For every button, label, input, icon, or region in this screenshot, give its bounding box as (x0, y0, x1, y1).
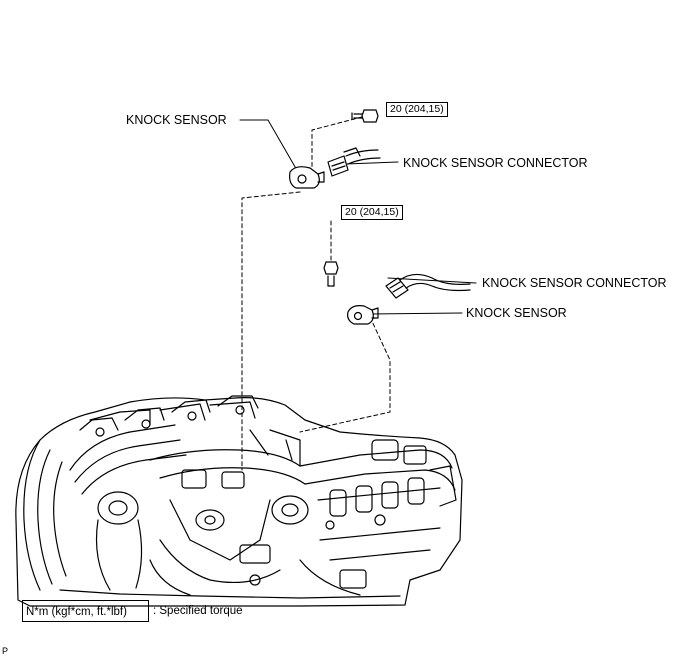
torque-unit-legend: N*m (kgf*cm, ft.*lbf) (22, 600, 149, 622)
callout-lines (239, 119, 477, 315)
torque-legend-description: : Specified torque (153, 605, 243, 617)
knock-sensor-label-upper: KNOCK SENSOR (126, 113, 227, 127)
lower-knock-sensor-icon (347, 305, 379, 325)
lower-bolt-icon (323, 261, 339, 287)
upper-connector-icon (327, 147, 381, 177)
knock-sensor-label-lower: KNOCK SENSOR (466, 306, 567, 320)
upper-knock-sensor-icon (289, 166, 325, 189)
reference-letter: P (2, 646, 9, 656)
installation-leader-lines (241, 116, 391, 471)
torque-spec-lower: 20 (204,15) (341, 205, 403, 220)
lower-connector-icon (385, 273, 471, 299)
upper-bolt-icon (351, 109, 379, 123)
engine-block (15, 395, 463, 607)
torque-spec-upper: 20 (204,15) (386, 102, 448, 117)
knock-sensor-connector-label-upper: KNOCK SENSOR CONNECTOR (403, 156, 588, 170)
knock-sensor-connector-label-lower: KNOCK SENSOR CONNECTOR (482, 276, 667, 290)
